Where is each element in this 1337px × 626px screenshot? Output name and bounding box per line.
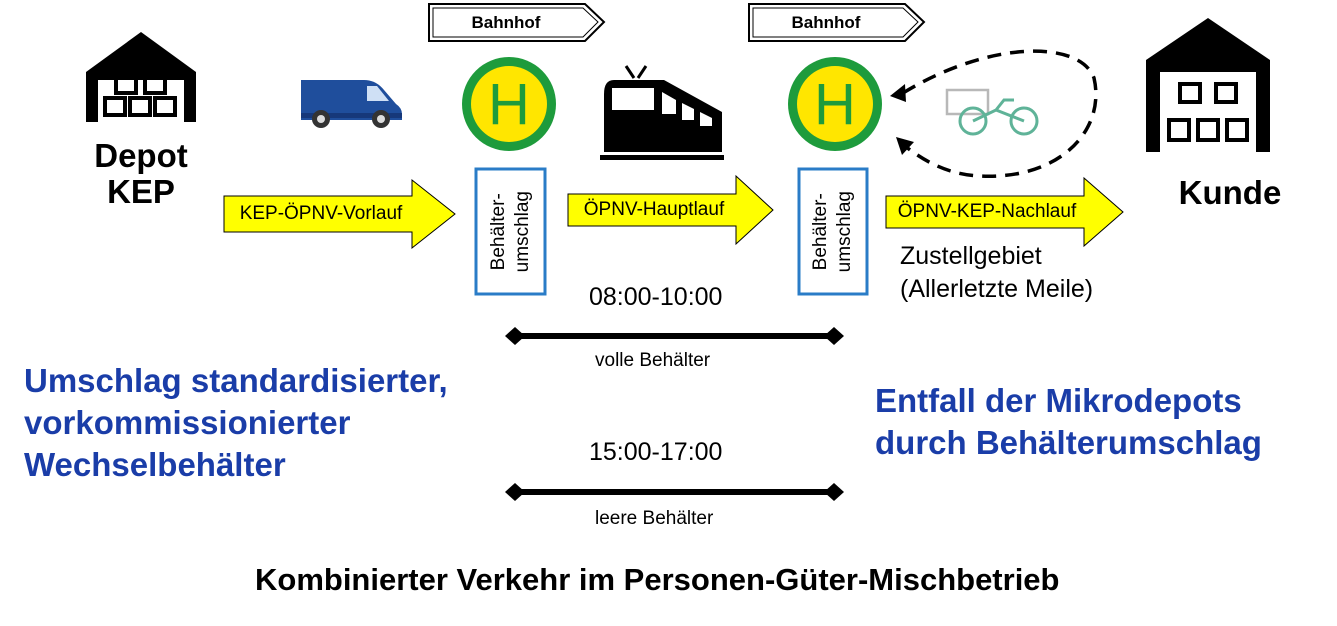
delivery-area-label: Zustellgebiet (Allerletzte Meile) <box>900 242 1094 303</box>
loop-arrowhead-top <box>890 84 906 102</box>
afternoon-label: leere Behälter <box>595 508 714 529</box>
loop-arrowhead-bottom <box>896 137 914 155</box>
timeline-afternoon <box>505 483 844 501</box>
cargo-bike-icon <box>945 88 1039 136</box>
bus-stop-left-letter: H <box>488 71 530 137</box>
transfer-box-left <box>474 167 547 296</box>
station-sign-left-shape <box>428 3 606 42</box>
bus-stop-icon-left <box>462 57 556 151</box>
station-sign-right-inner <box>752 7 919 38</box>
arrow-vorlauf-label: KEP-ÖPNV-Vorlauf <box>239 203 403 224</box>
bus-stop-right-letter: H <box>814 71 856 137</box>
arrow-nachlauf-shape <box>885 176 1124 248</box>
bus-stop-icon-right <box>788 57 882 151</box>
station-sign-right-shape <box>748 3 926 42</box>
depot-label: Depot KEP <box>94 137 188 210</box>
van-icon <box>301 80 402 128</box>
warehouse-icon-kunde <box>1146 18 1270 152</box>
transfer-right: Behälter- umschlag <box>802 172 864 291</box>
afternoon-time: 15:00-17:00 <box>589 438 723 466</box>
transfer-box-right <box>797 167 869 296</box>
arrow-hauptlauf-shape <box>567 174 774 246</box>
note-left: Umschlag standardisierter, vorkommission… <box>24 362 448 483</box>
train-icon <box>600 65 724 160</box>
station-sign-left-label: Bahnhof <box>471 12 541 32</box>
morning-label: volle Behälter <box>595 350 711 371</box>
kunde-label: Kunde <box>1178 174 1282 211</box>
transfer-left: Behälter- umschlag <box>479 172 542 291</box>
station-sign-right-label: Bahnhof <box>791 12 861 32</box>
morning-time: 08:00-10:00 <box>589 283 723 311</box>
delivery-loop <box>902 49 1098 178</box>
arrow-hauptlauf-label: ÖPNV-Hauptlauf <box>583 199 725 220</box>
arrow-nachlauf-label: ÖPNV-KEP-Nachlauf <box>897 201 1077 222</box>
station-sign-left-inner <box>432 7 599 38</box>
transfer-right-label: Behälter- umschlag <box>810 190 855 273</box>
warehouse-icon-depot <box>86 32 196 122</box>
arrow-vorlauf-shape <box>223 178 456 250</box>
footer-title: Kombinierter Verkehr im Personen-Güter-M… <box>255 562 1060 597</box>
note-right: Entfall der Mikrodepots durch Behälterum… <box>875 382 1262 461</box>
timeline-morning <box>505 327 844 345</box>
transfer-left-label: Behälter- umschlag <box>487 190 533 273</box>
